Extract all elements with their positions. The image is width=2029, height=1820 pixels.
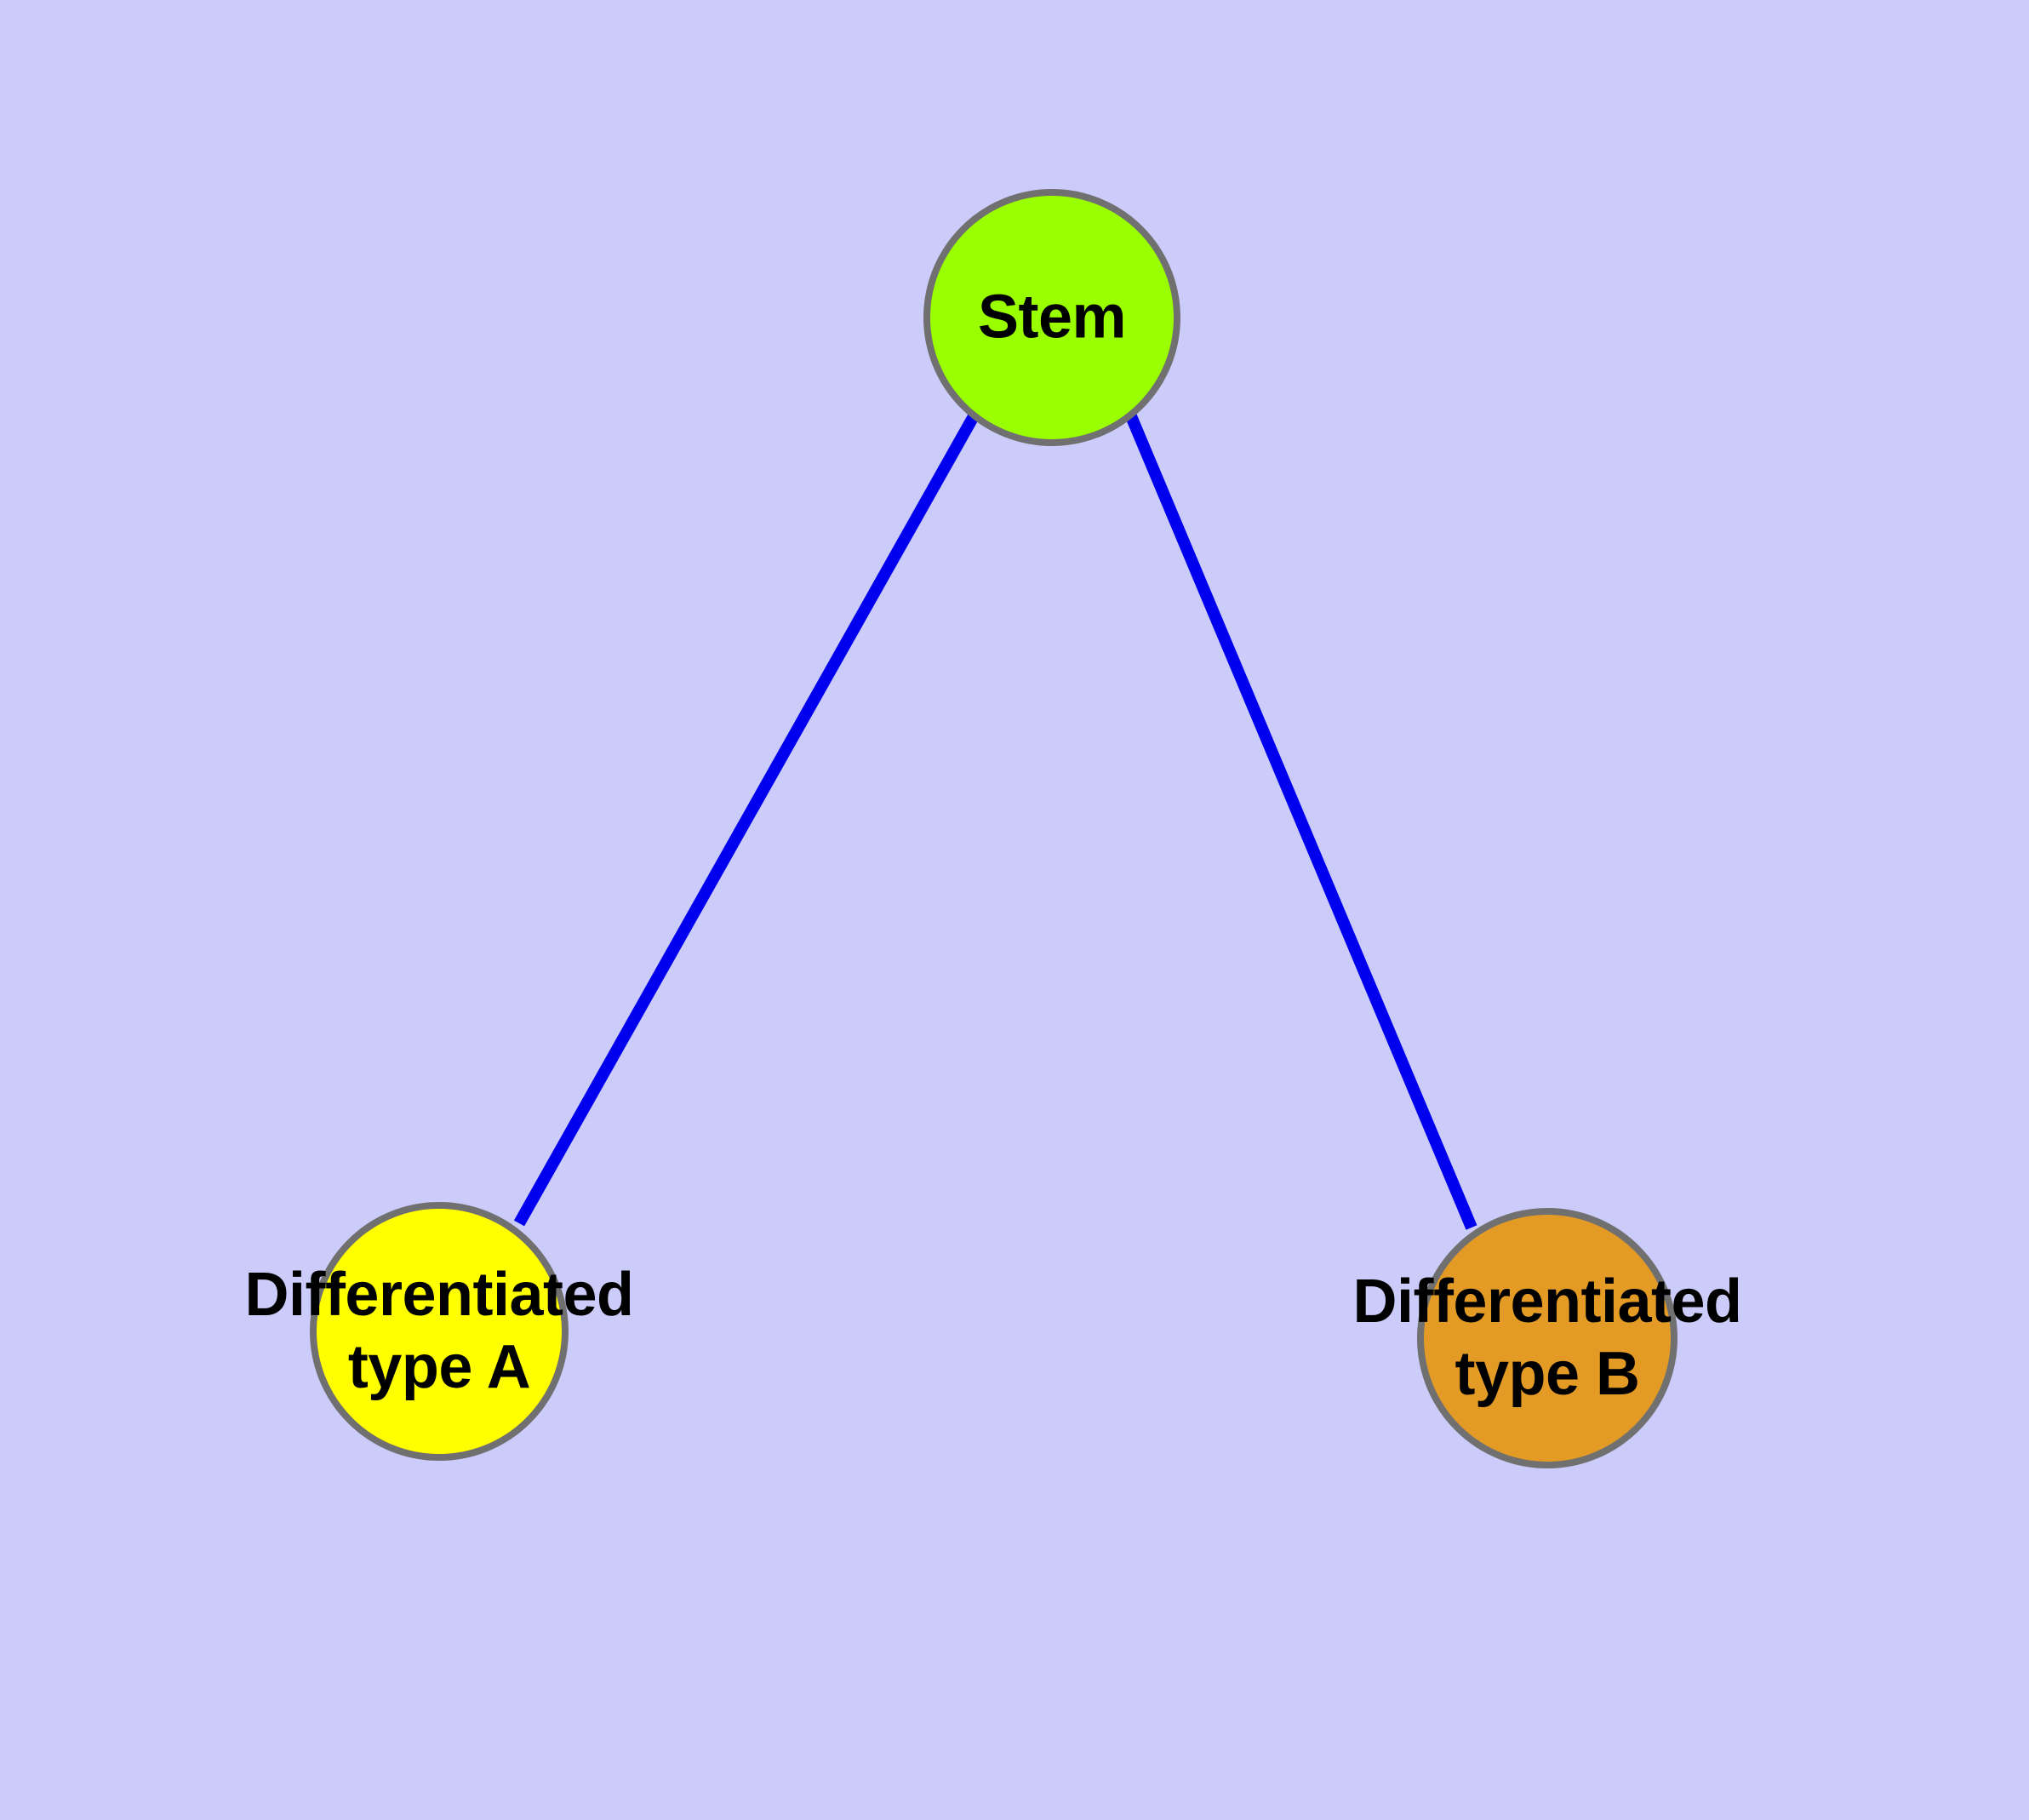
- node-circle-diff_a[interactable]: [310, 1202, 569, 1461]
- edge-stem-to-diff-b[interactable]: [1125, 414, 1477, 1230]
- nodes-layer: [310, 189, 1677, 1468]
- edge-stem-to-diff-a[interactable]: [513, 413, 980, 1227]
- node-circle-stem[interactable]: [923, 189, 1180, 446]
- node-circle-diff_b[interactable]: [1417, 1208, 1677, 1468]
- edges-layer: [513, 413, 1477, 1230]
